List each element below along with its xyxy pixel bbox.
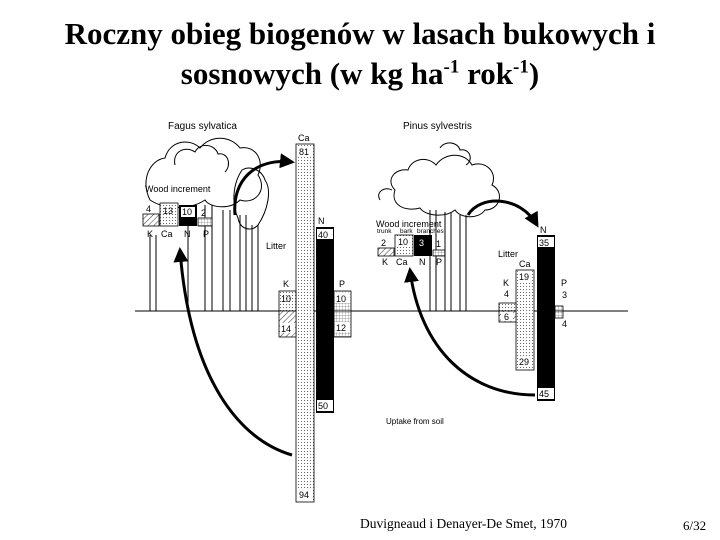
beech-element-n-label: N <box>184 229 191 239</box>
beech-increment-p-box <box>198 218 212 226</box>
beech-ca-column <box>296 144 314 502</box>
citation: Duvigneaud i Denayer-De Smet, 1970 <box>360 516 567 532</box>
pine-increment-k-value: 2 <box>381 238 386 248</box>
beech-element-ca-label: Ca <box>161 229 173 239</box>
beech-increment-n-value: 10 <box>182 207 192 217</box>
pine-increment-sublabel-branches: branches <box>417 228 444 235</box>
pine-p-litter-value: 3 <box>562 290 567 300</box>
beech-n-uptake-value: 50 <box>318 401 328 411</box>
pine-k-uptake-value: 6 <box>504 312 509 322</box>
pine-increment-n-value: 3 <box>419 238 424 248</box>
pine-element-n-label: N <box>419 257 426 267</box>
beech-ca-uptake-value: 94 <box>299 490 309 500</box>
beech-litter-label: Litter <box>266 241 286 251</box>
uptake-from-soil-label: Uptake from soil <box>386 417 444 426</box>
beech-k-uptake-value: 14 <box>281 324 291 334</box>
beech-element-k-label: K <box>147 229 153 239</box>
pine-p-uptake-value: 4 <box>562 319 567 329</box>
beech-wood-increment-label: Wood increment <box>145 184 211 194</box>
pine-p-label: P <box>561 278 567 288</box>
beech-p-litter-value: 10 <box>336 294 346 304</box>
pine-increment-sublabel-trunk: trunk <box>377 228 392 235</box>
pine-element-ca-label: Ca <box>396 257 408 267</box>
beech-increment-k-box <box>143 214 159 226</box>
beech-increment-ca-value: 13 <box>163 206 173 216</box>
pine-n-column <box>537 235 555 401</box>
pine-species-label: Pinus sylvestris <box>403 121 472 132</box>
pine-n-litter-value: 35 <box>539 238 549 248</box>
pine-element-p-label: P <box>436 257 442 267</box>
beech-k-litter-value: 10 <box>281 294 291 304</box>
beech-element-p-label: P <box>203 229 209 239</box>
pine-increment-k-box <box>378 248 394 256</box>
page-number: 6/32 <box>683 518 706 534</box>
beech-ca-label: Ca <box>298 133 310 143</box>
beech-n-litter-value: 40 <box>318 230 328 240</box>
pine-k-litter-value: 4 <box>504 289 509 299</box>
pine-ca-litter-value: 19 <box>519 272 529 282</box>
beech-increment-p-value: 2 <box>201 208 206 218</box>
pine-p-litter-box <box>555 306 563 311</box>
beech-uptake-arrow <box>180 250 292 455</box>
beech-k-label: K <box>283 279 289 289</box>
pine-increment-p-value: 1 <box>436 239 441 249</box>
beech-n-label: N <box>318 216 325 226</box>
pine-litter-arrow <box>468 201 537 225</box>
beech-ca-litter-value: 81 <box>299 147 309 157</box>
pine-increment-sublabel-bark: bark <box>400 228 413 235</box>
pine-ca-uptake-value: 29 <box>519 357 529 367</box>
pine-p-uptake-box <box>555 311 563 318</box>
beech-increment-k-value: 4 <box>146 204 151 214</box>
pine-n-uptake-value: 45 <box>539 389 549 399</box>
pine-litter-label: Litter <box>498 249 518 259</box>
pine-ca-column <box>516 270 534 370</box>
pine-ca-label: Ca <box>519 259 531 269</box>
beech-n-column <box>316 227 334 413</box>
pine-k-label: K <box>503 278 509 288</box>
pine-n-label: N <box>540 225 547 235</box>
beech-species-label: Fagus sylvatica <box>168 121 237 132</box>
pine-increment-ca-value: 10 <box>398 237 408 247</box>
beech-p-uptake-value: 12 <box>336 323 346 333</box>
pine-increment-p-box <box>433 250 445 256</box>
pine-element-k-label: K <box>382 257 388 267</box>
pine-k-litter-box <box>499 303 516 311</box>
beech-p-label: P <box>339 279 345 289</box>
